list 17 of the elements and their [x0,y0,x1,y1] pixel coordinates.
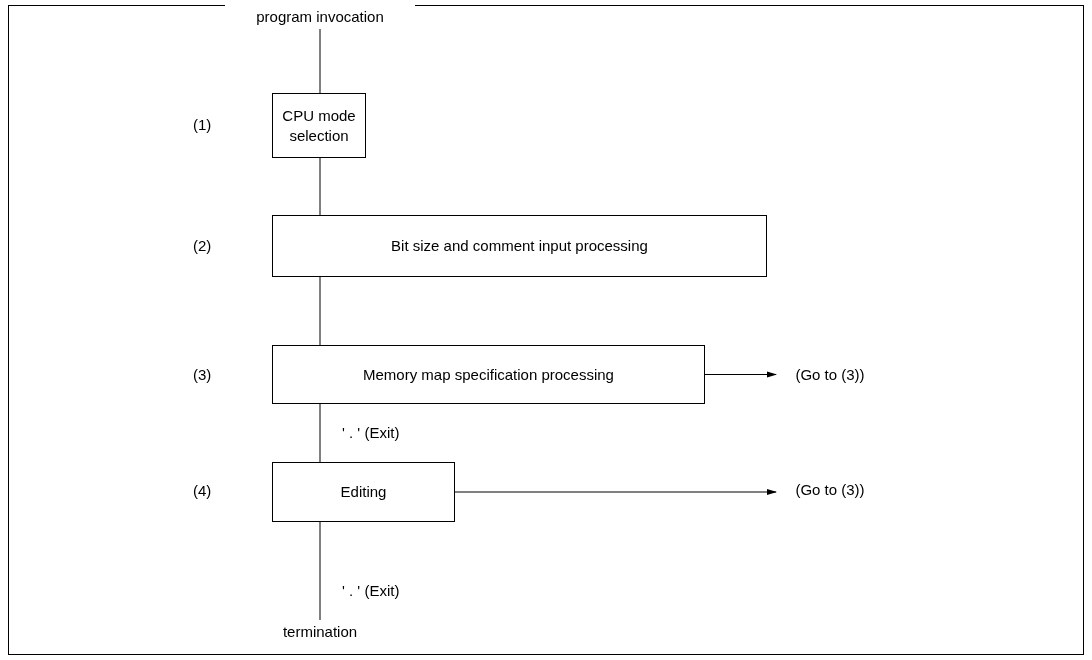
connector-line [319,276,321,346]
step-number: (3) [193,366,212,383]
connector-line [319,521,321,621]
arrow [454,489,777,495]
step-number: (2) [193,237,212,254]
step-number: (1) [193,116,212,133]
process-box: Editing [272,462,455,522]
process-box: Memory map specification processing [272,345,705,404]
edge-label: ' . ' (Exit) [342,582,400,599]
arrow [704,371,777,378]
connector-line [319,28,321,94]
process-box: Bit size and comment input processing [272,215,767,277]
connector-line [319,157,321,216]
process-box: CPU mode selection [272,93,366,158]
step-number: (4) [193,482,212,499]
edge-label: ' . ' (Exit) [342,424,400,441]
connector-line [319,403,321,463]
